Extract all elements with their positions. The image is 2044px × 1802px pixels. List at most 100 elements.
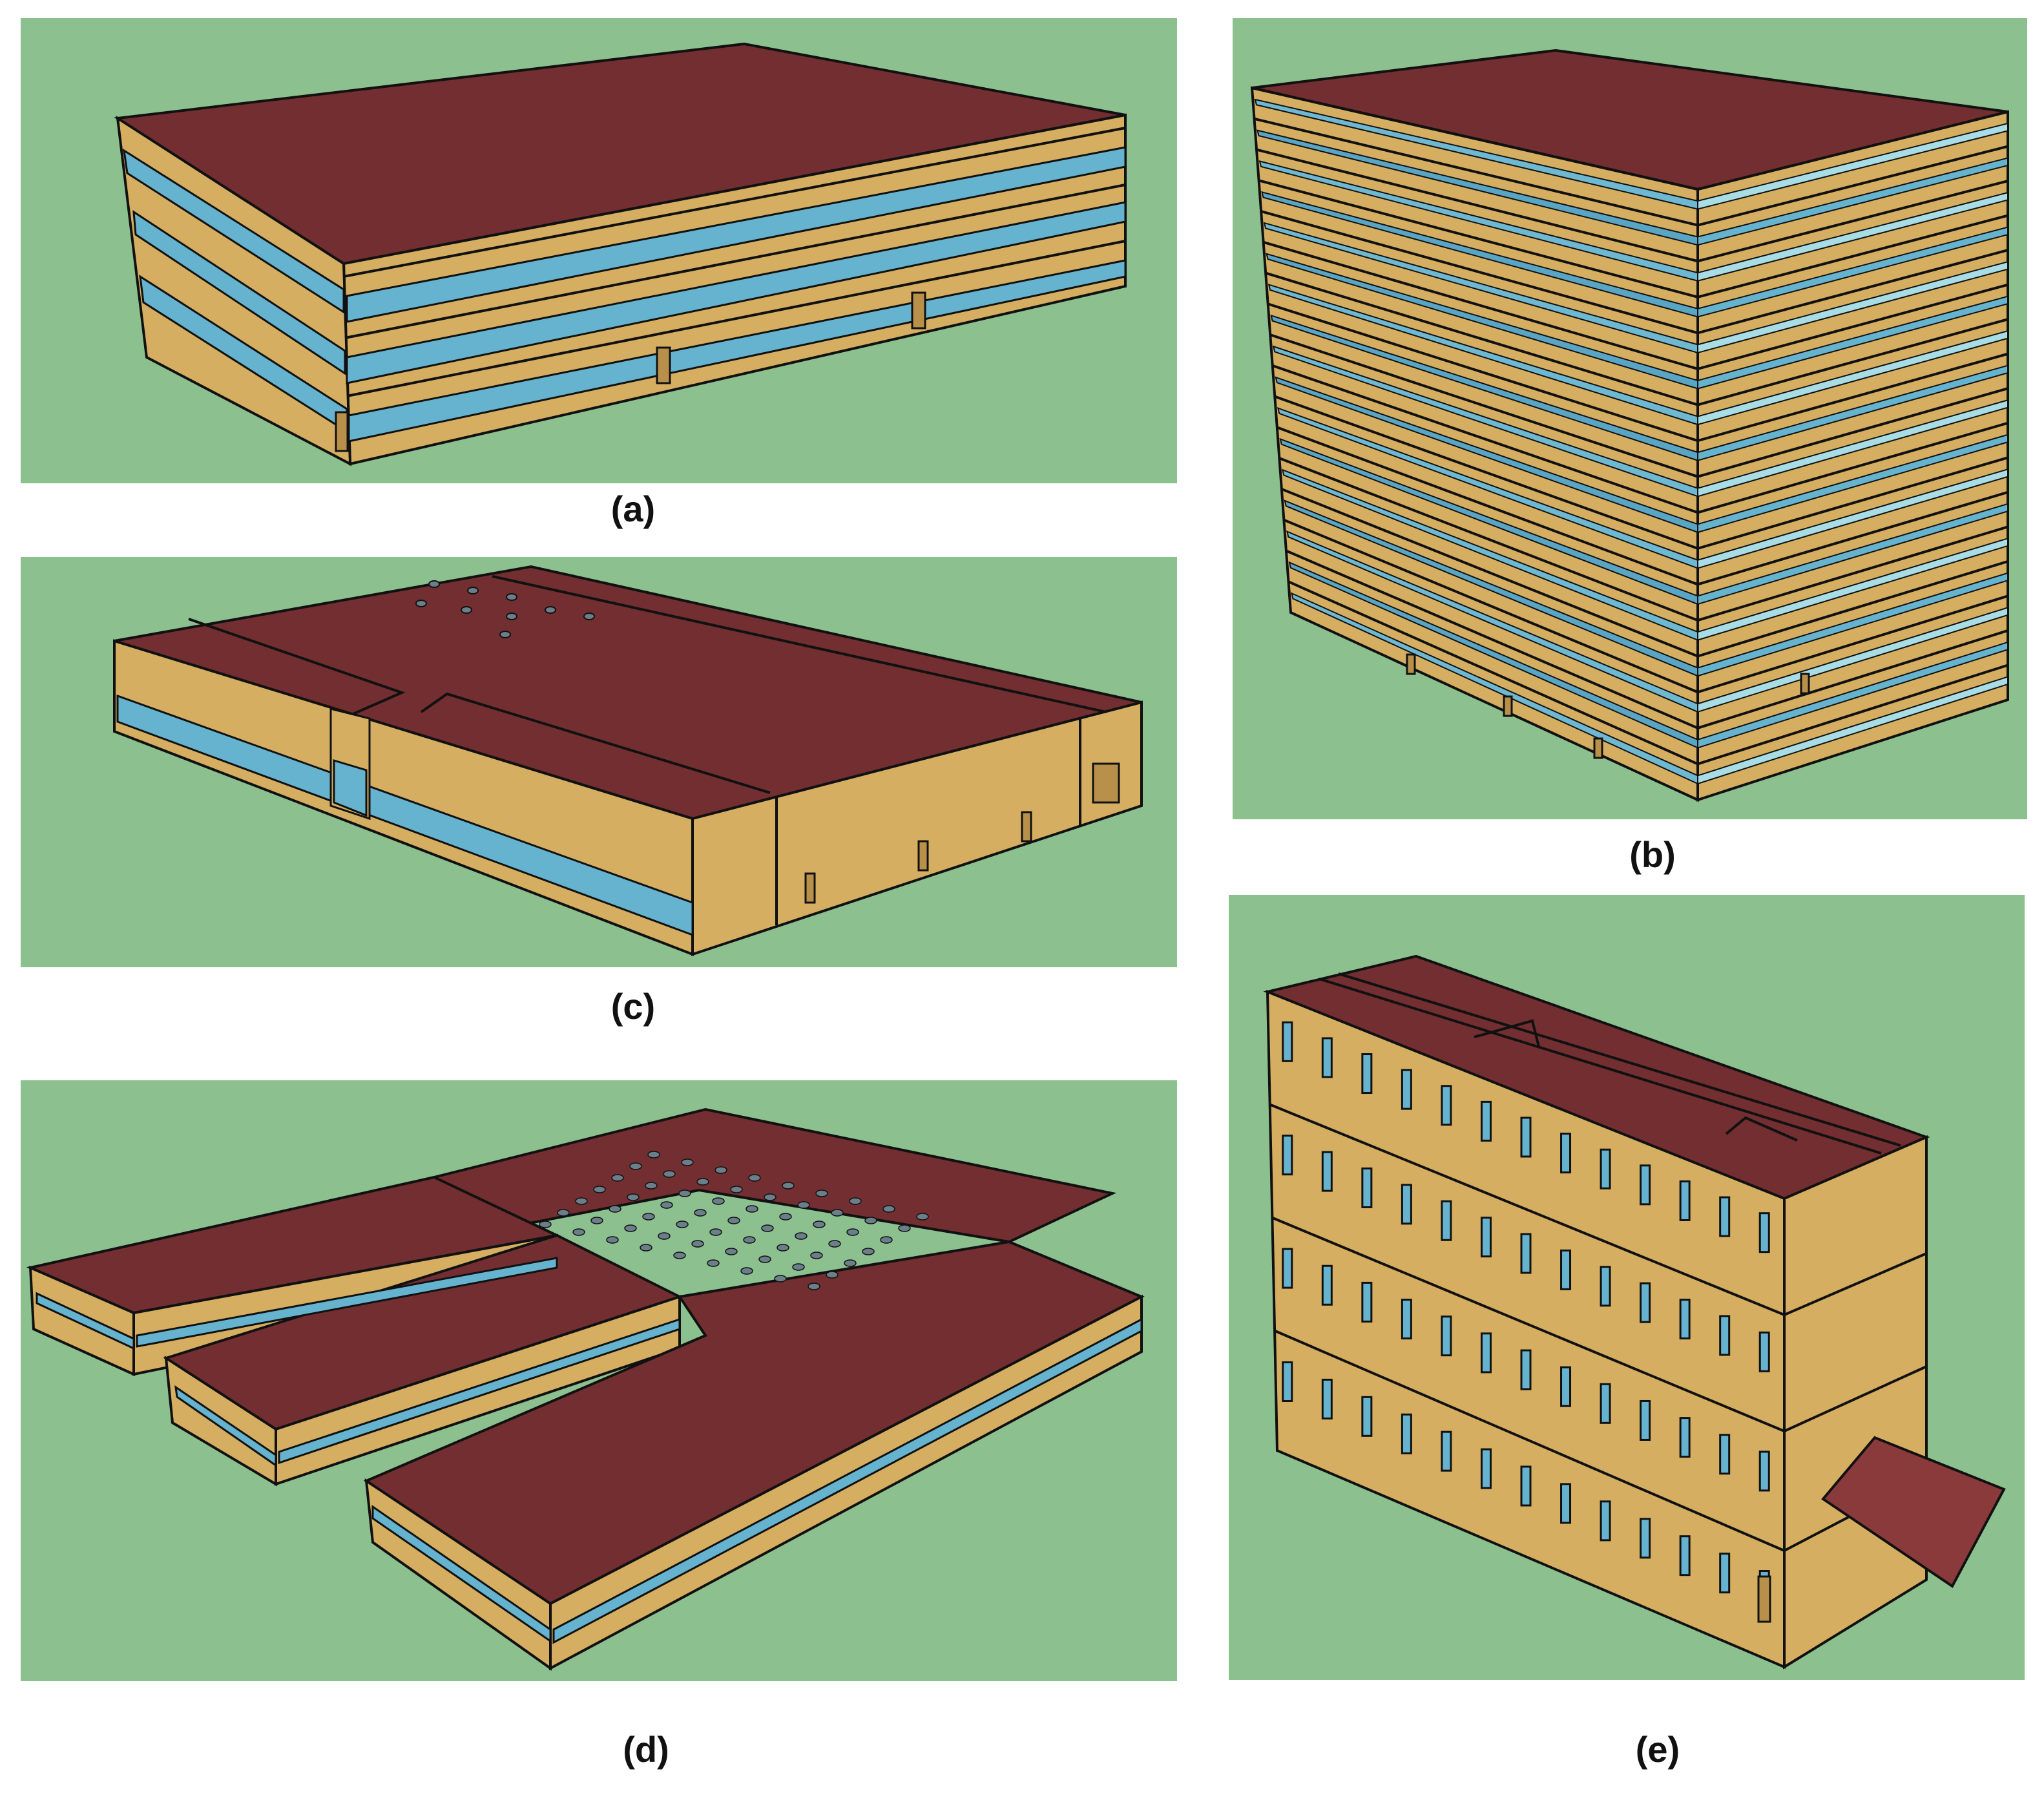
building-b-floor-lines <box>1251 87 2008 766</box>
building-e-window <box>1679 1299 1691 1340</box>
label-e: (e) <box>1635 1729 1680 1770</box>
building-b-floor-line-front <box>1697 180 2008 263</box>
building-d-skylight <box>748 1174 761 1182</box>
building-d-skylight <box>810 1252 823 1259</box>
building-e-window <box>1480 1100 1492 1142</box>
building-d-skylight <box>782 1182 795 1189</box>
building-e-window <box>1679 1180 1691 1221</box>
building-e-window <box>1600 1383 1611 1424</box>
building-b-window-band-side <box>1267 284 1698 426</box>
building-e-window <box>1282 1021 1293 1062</box>
building-e-window <box>1480 1217 1492 1258</box>
building-e-window <box>1441 1085 1452 1126</box>
building-d-skylight <box>575 1197 588 1205</box>
building-e-window <box>1401 1299 1412 1340</box>
building-b-drawing <box>1250 48 2009 802</box>
building-d-skylight <box>758 1255 771 1263</box>
building-e-window <box>1441 1200 1452 1241</box>
building-d-skylight <box>764 1193 777 1201</box>
building-e-window <box>1361 1396 1373 1437</box>
building-d-skylight <box>916 1213 929 1221</box>
building-e-canopy <box>1821 1436 2006 1588</box>
building-b-window-band-side <box>1291 592 1698 785</box>
building-b-window-band-side <box>1257 129 1698 246</box>
building-d-skylight <box>590 1217 603 1224</box>
building-e-window <box>1560 1133 1572 1174</box>
building-d-skylight <box>761 1224 774 1232</box>
building-b-floor-line-side <box>1251 87 1698 191</box>
building-e-window <box>1361 1053 1373 1095</box>
building-b-window-band-side <box>1277 407 1698 569</box>
building-d-skylight <box>880 1236 893 1244</box>
building-b-floor-line-side <box>1267 302 1698 443</box>
building-b-floor-line-front <box>1697 560 2008 658</box>
building-b-floor-line-side <box>1272 364 1698 514</box>
label-b: (b) <box>1629 834 1676 875</box>
panel-c <box>21 557 1177 967</box>
building-c-entry <box>329 707 371 821</box>
building-e-drawing <box>1263 954 2006 1670</box>
building-e-window <box>1640 1399 1651 1441</box>
building-e-window <box>1401 1184 1412 1225</box>
label-a: (a) <box>610 488 656 529</box>
building-b-floor-line-side <box>1283 518 1698 694</box>
building-d-skylights <box>539 1151 929 1290</box>
building-d-skylight <box>593 1186 606 1193</box>
building-d-skylight <box>844 1259 857 1267</box>
panel-d <box>21 1080 1177 1681</box>
building-d-skylight <box>727 1217 740 1224</box>
building-d-skylight <box>743 1236 756 1244</box>
building-a-window-bands <box>346 146 1127 443</box>
building-d-skylight <box>681 1158 694 1166</box>
building-e-window <box>1560 1366 1572 1407</box>
building-b-floor-line-front <box>1697 214 2008 299</box>
building-d-drawing <box>26 1107 1145 1671</box>
building-b-floor-line-side <box>1274 395 1698 550</box>
building-b-window-band-side <box>1270 314 1698 462</box>
building-d-skylight <box>797 1201 810 1209</box>
building-d-skylight <box>673 1252 686 1259</box>
building-b-floor-line-side <box>1286 549 1698 729</box>
building-d-skylight <box>658 1232 671 1240</box>
building-b-window-band-side <box>1272 345 1698 498</box>
building-a-side-glass <box>123 148 348 434</box>
building-d-skylight <box>694 1209 707 1217</box>
building-b-doors <box>1406 653 1810 759</box>
building-b-window-band-side <box>1284 499 1698 677</box>
building-e-window <box>1361 1167 1373 1208</box>
building-e-window <box>1600 1148 1611 1189</box>
building-d-skylight <box>611 1174 624 1182</box>
building-d-skylight <box>606 1236 619 1244</box>
building-e-window <box>1560 1483 1572 1524</box>
building-e-window <box>1719 1315 1731 1356</box>
building-b-window-bands <box>1254 98 2008 785</box>
building-b-window-band-side <box>1279 437 1698 605</box>
building-e-window <box>1321 1264 1333 1306</box>
building-e-window <box>1719 1196 1731 1237</box>
building-e-window <box>1282 1361 1293 1402</box>
building-e-window <box>1719 1434 1731 1475</box>
building-d-skylight <box>609 1205 621 1213</box>
building-d-skylight <box>707 1259 720 1267</box>
building-e-side-wall <box>1783 1135 1928 1670</box>
building-e-window <box>1600 1266 1611 1307</box>
building-b-window-band-side <box>1261 191 1698 318</box>
building-d-skylight <box>779 1213 792 1221</box>
building-d-skylight <box>898 1224 911 1232</box>
label-d: (d) <box>623 1729 669 1770</box>
building-d-skylight <box>696 1178 709 1186</box>
building-b-floor-line-front <box>1697 352 2008 443</box>
building-d-skylight <box>730 1186 743 1193</box>
building-e-window <box>1640 1518 1651 1559</box>
building-e-window <box>1480 1332 1492 1374</box>
building-e-window <box>1480 1448 1492 1489</box>
building-b-window-band-side <box>1288 561 1698 749</box>
building-e-window <box>1520 1233 1532 1274</box>
building-d-skylight <box>678 1189 691 1197</box>
building-e-window <box>1719 1553 1731 1594</box>
building-e-window <box>1520 1116 1532 1158</box>
building-d-skylight <box>647 1151 660 1158</box>
building-c-skylights <box>415 580 595 638</box>
building-c-doors <box>804 762 1120 904</box>
building-c-roof-divisions <box>188 575 1107 925</box>
